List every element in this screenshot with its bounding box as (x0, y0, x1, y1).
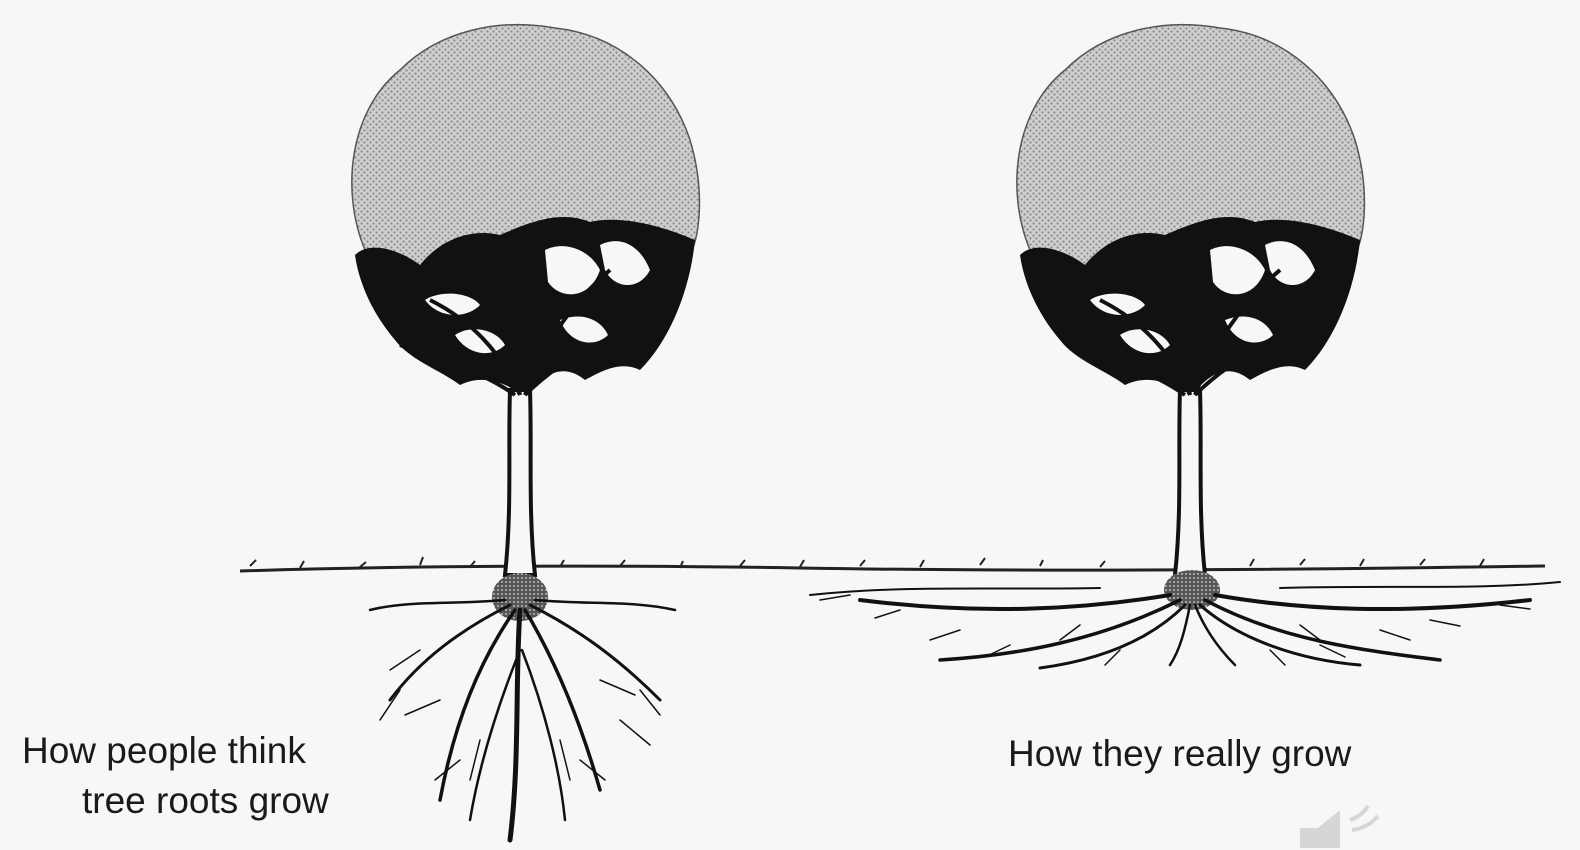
right-tree-trunk (1175, 390, 1205, 575)
speaker-icon[interactable] (1290, 800, 1390, 850)
left-tree-trunk (505, 390, 535, 575)
ground-line (240, 557, 1545, 571)
left-caption-line2: tree roots grow (82, 776, 329, 826)
left-roots (370, 600, 675, 840)
right-tree (810, 25, 1560, 668)
left-tree (352, 25, 700, 840)
right-caption: How they really grow (1008, 729, 1351, 779)
left-caption-line1: How people think (22, 726, 306, 776)
